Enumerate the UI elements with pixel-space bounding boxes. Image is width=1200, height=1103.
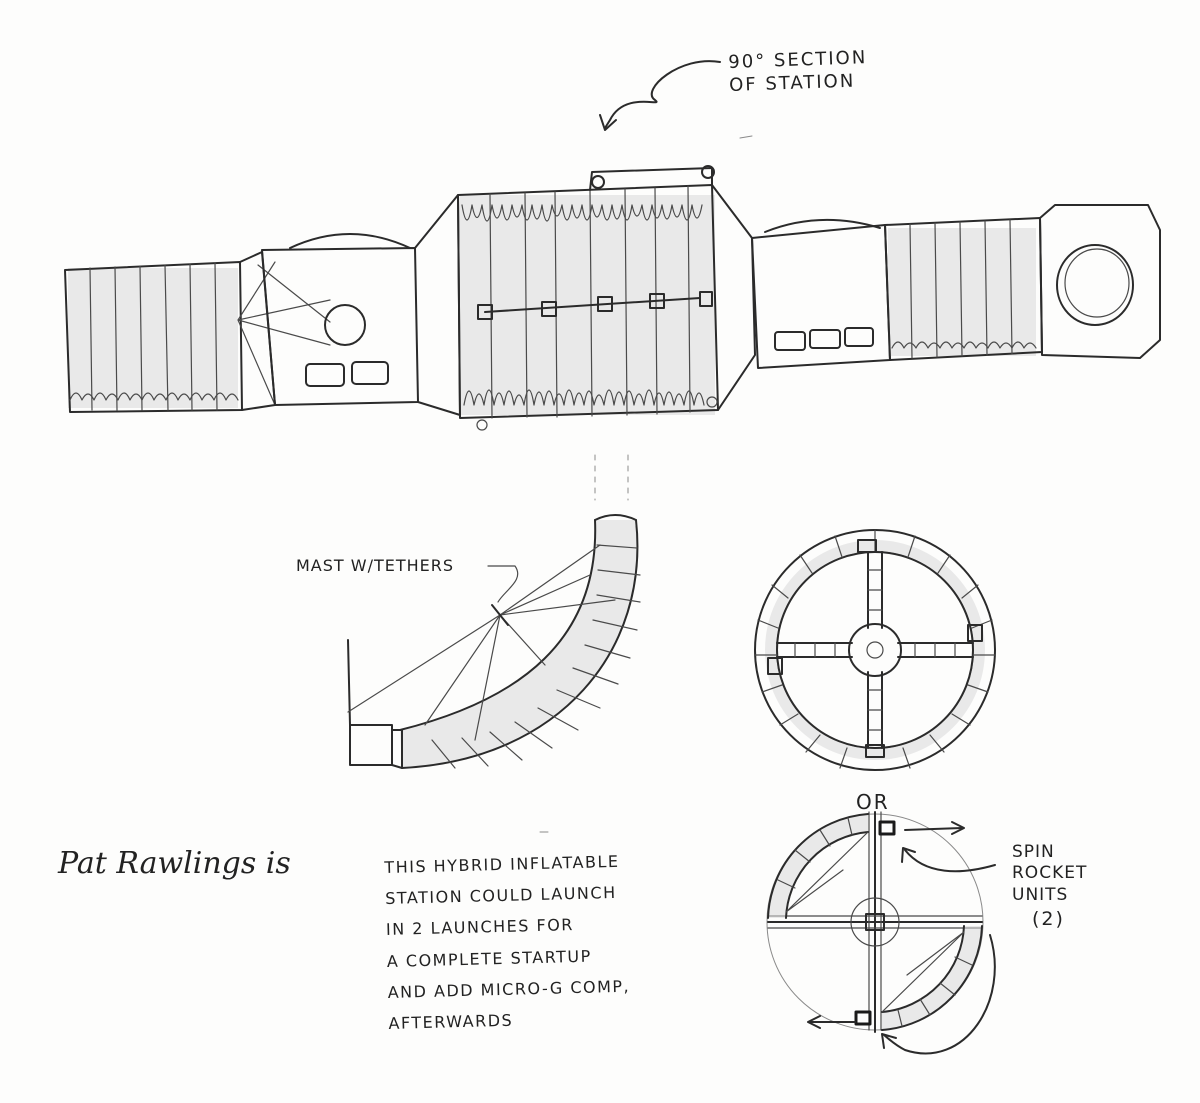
end-node [1039, 204, 1161, 359]
section-note: 90° SECTION OF STATION [728, 47, 868, 96]
signature: Pat Rawlings is [58, 846, 291, 881]
mast-note: MAST W/TETHERS [296, 556, 455, 575]
spin-count: (2) [1032, 908, 1065, 930]
section-arrow [604, 60, 721, 129]
partial-wheel [766, 811, 996, 1055]
spin-note: SPIN ROCKET UNITS [1012, 842, 1088, 905]
curved-section [347, 514, 641, 769]
station-side-view [64, 60, 1161, 431]
left-truss [237, 251, 366, 411]
central-hub [414, 165, 756, 431]
full-wheel [754, 529, 996, 771]
section-arrow-head [599, 114, 617, 131]
description-note: THIS HYBRID INFLATABLE STATION COULD LAU… [384, 851, 631, 1033]
left-module [261, 233, 419, 406]
section-connector [594, 454, 629, 501]
right-module [751, 218, 891, 369]
left-inflatable-segment [64, 261, 243, 413]
right-inflatable-segment [884, 217, 1043, 361]
or-note: OR [856, 790, 890, 814]
